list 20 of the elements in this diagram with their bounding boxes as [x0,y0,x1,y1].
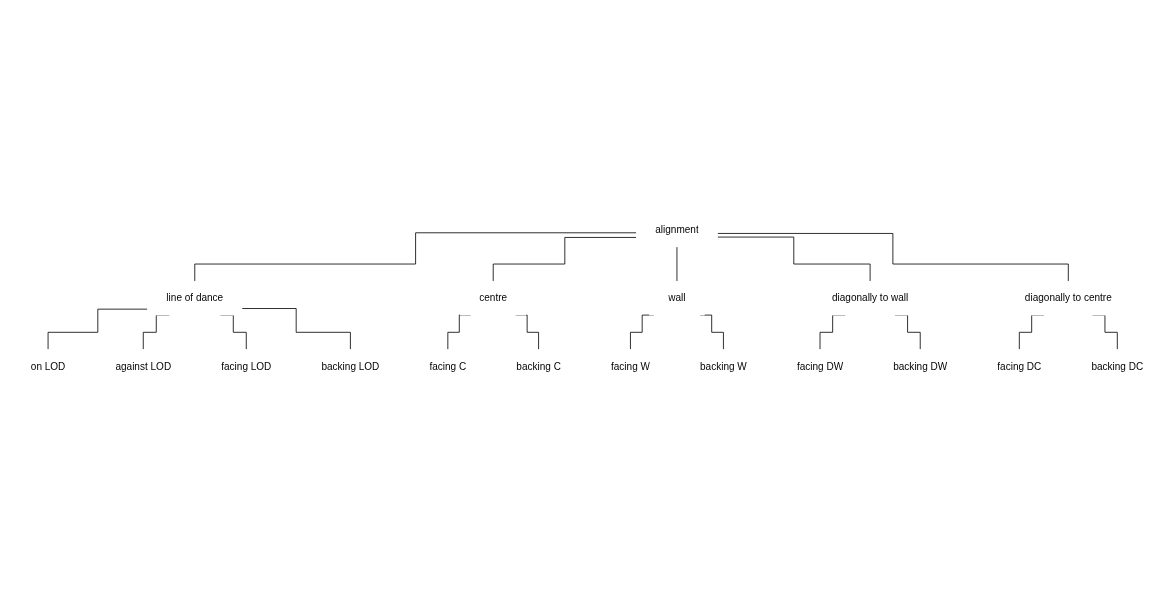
node-text: facing LOD [220,361,271,372]
node-text: facing C [428,361,466,372]
connector [716,237,871,282]
node-text: facing DC [996,361,1041,372]
node-text: wall [667,292,686,304]
connector [716,233,1069,282]
connector [241,308,351,351]
node-text: backing LOD [320,361,379,372]
node-text: backing W [699,361,747,372]
node-text: backing C [515,361,561,372]
node-text: facing DW [796,361,843,372]
node-text: backing DC [1090,361,1143,372]
node-text: on LOD [30,361,65,372]
node-text: against LOD [114,361,171,372]
connector [492,237,637,282]
connector [193,232,637,282]
node-text: alignment [654,224,699,236]
node-text: facing W [610,361,650,372]
node-text: backing DW [892,361,947,372]
connector [47,309,148,351]
